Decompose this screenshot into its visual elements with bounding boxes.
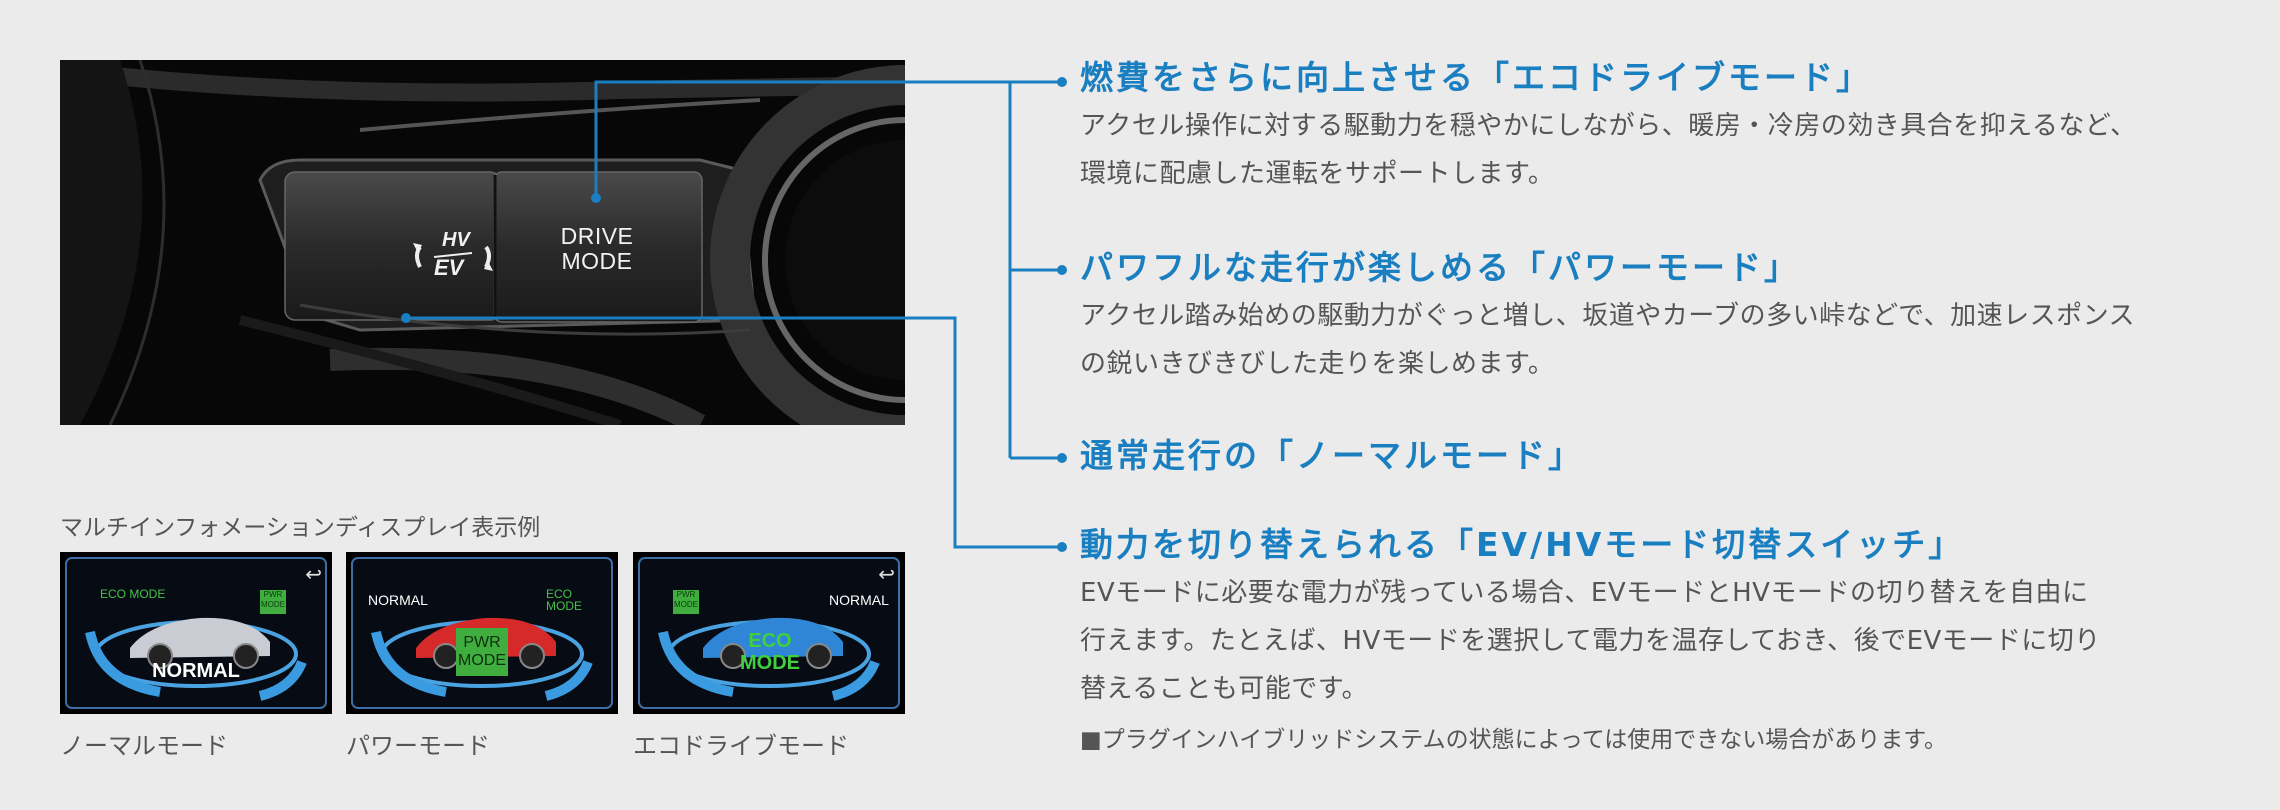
section-body: アクセル操作に対する駆動力を穏やかにしながら、暖房・冷房の効き具合を抑えるなど、… — [1080, 102, 2230, 198]
back-arrow-icon: ↩ — [305, 562, 322, 586]
pwr-mode-label: PWR MODE — [458, 634, 506, 669]
section-power-mode: パワフルな走行が楽しめる「パワーモード」 アクセル踏み始めの駆動力がぐっと増し、… — [1080, 248, 2230, 388]
section-title: 燃費をさらに向上させる「エコドライブモード」 — [1080, 58, 1872, 97]
normal-mode-graphic — [65, 557, 327, 709]
drive-mode-text: DRIVE MODE — [560, 223, 634, 274]
body-line: 環境に配慮した運転をサポートします。 — [1080, 159, 1555, 189]
section-title: パワフルな走行が楽しめる「パワーモード」 — [1080, 248, 1800, 287]
body-line: の鋭いきびきびした走りを楽しめます。 — [1080, 349, 1555, 379]
display-screen-power: NORMAL ECO MODE PWR MODE — [346, 552, 618, 714]
screen-caption-power: パワーモード — [346, 732, 490, 760]
console-photo: DRIVE MODE HV EV — [60, 60, 905, 425]
display-example-caption: マルチインフォメーションディスプレイ表示例 — [60, 515, 541, 541]
section-body: EVモードに必要な電力が残っている場合、EVモードとHVモードの切り替えを自由に… — [1080, 569, 2230, 713]
body-line: 替えることも可能です。 — [1080, 674, 1369, 704]
screen-caption-eco: エコドライブモード — [633, 732, 849, 760]
body-line: 行えます。たとえば、HVモードを選択して電力を温存しておき、後でEVモードに切り — [1080, 626, 2101, 656]
section-eco-mode: 燃費をさらに向上させる「エコドライブモード」 アクセル操作に対する駆動力を穏やか… — [1080, 58, 2230, 198]
eco-mode-label: ECO MODE — [740, 630, 800, 674]
section-normal-mode: 通常走行の「ノーマルモード」 — [1080, 436, 2230, 476]
eco-mode-graphic — [638, 557, 900, 709]
display-screen-eco: PWR MODE NORMAL ECO MODE ↩ — [633, 552, 905, 714]
eco-mode-tag: ECO MODE — [546, 587, 582, 613]
normal-tag: NORMAL — [368, 592, 428, 608]
power-mode-graphic — [351, 557, 613, 709]
ev-label: EV — [434, 255, 464, 280]
pwr-mode-box-text: PWR MODE — [261, 590, 285, 609]
drive-mode-button-label: DRIVE MODE — [532, 224, 662, 274]
hv-ev-switch-icon: HV EV — [408, 225, 498, 285]
normal-tag: NORMAL — [829, 592, 889, 608]
hv-label: HV — [442, 229, 470, 251]
body-line: アクセル踏み始めの駆動力がぐっと増し、坂道やカーブの多い峠などで、加速レスポンス — [1080, 301, 2136, 331]
back-arrow-icon: ↩ — [878, 562, 895, 586]
screen-caption-normal: ノーマルモード — [60, 732, 228, 760]
pwr-mode-box: PWR MODE — [260, 590, 286, 614]
body-line: アクセル操作に対する駆動力を穏やかにしながら、暖房・冷房の効き具合を抑えるなど、 — [1080, 111, 2137, 141]
normal-label: NORMAL — [152, 660, 240, 682]
pwr-mode-box-text: PWR MODE — [674, 590, 698, 609]
section-title: 動力を切り替えられる「EV/HVモード切替スイッチ」 — [1080, 525, 1965, 564]
pwr-mode-box: PWR MODE — [673, 590, 699, 614]
eco-mode-tag: ECO MODE — [100, 587, 166, 601]
section-title: 通常走行の「ノーマルモード」 — [1080, 436, 1584, 475]
section-ev-hv-switch: 動力を切り替えられる「EV/HVモード切替スイッチ」 EVモードに必要な電力が残… — [1080, 525, 2230, 713]
footnote: ■プラグインハイブリッドシステムの状態によっては使用できない場合があります。 — [1080, 727, 1947, 753]
section-body: アクセル踏み始めの駆動力がぐっと増し、坂道やカーブの多い峠などで、加速レスポンス… — [1080, 292, 2230, 388]
display-screen-normal: ECO MODE PWR MODE NORMAL ↩ — [60, 552, 332, 714]
body-line: EVモードに必要な電力が残っている場合、EVモードとHVモードの切り替えを自由に — [1080, 578, 2089, 608]
